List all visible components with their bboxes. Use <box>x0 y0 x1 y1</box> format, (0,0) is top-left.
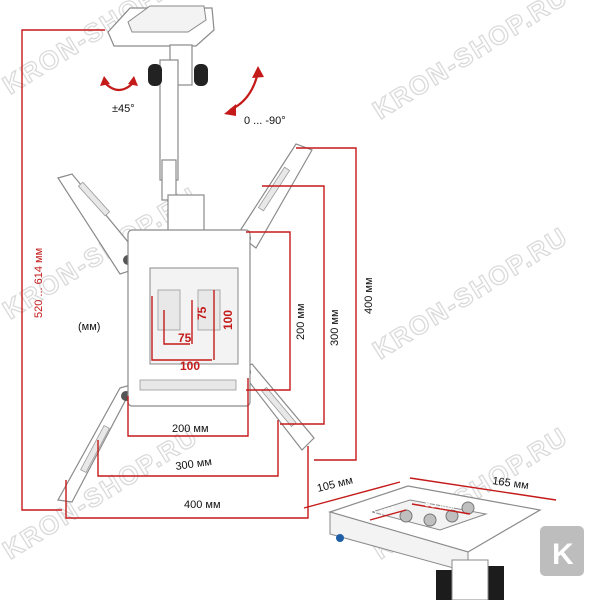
vesa-arms <box>57 143 315 503</box>
ceiling-plate-detail <box>327 485 542 600</box>
label-v100: 100 <box>221 310 235 330</box>
tilt-indicator: 0 ... -90° <box>224 66 286 127</box>
inner-dimensions: 75 100 75 100 <box>151 290 235 373</box>
label-h200: 200 мм <box>172 423 209 435</box>
knob-right <box>194 64 208 86</box>
height-dimension: 520 ... 614 мм <box>21 29 105 511</box>
label-plate105: 105 мм <box>316 474 354 494</box>
units-label: (мм) <box>78 321 100 333</box>
label-h75: 75 <box>178 331 192 345</box>
knob-left <box>148 64 162 86</box>
watermarks: KRON-SHOP.RU KRON-SHOP.RU KRON-SHOP.RU K… <box>0 0 574 566</box>
label-v200: 200 мм <box>295 303 307 340</box>
rotation-label: ±45° <box>112 103 135 115</box>
logo-letter: K <box>552 538 574 571</box>
label-v300: 300 мм <box>329 309 341 346</box>
label-plate165: 165 мм <box>492 475 530 492</box>
watermark-text: KRON-SHOP.RU <box>367 0 573 125</box>
brand-logo: K <box>540 526 584 576</box>
label-v400: 400 мм <box>363 277 375 314</box>
label-v75: 75 <box>195 306 209 320</box>
vertical-dimensions: 200 мм 300 мм 400 мм <box>246 147 375 461</box>
watermark-text: KRON-SHOP.RU <box>367 221 573 365</box>
rotation-indicator: ±45° <box>100 76 138 115</box>
tilt-label: 0 ... -90° <box>244 115 286 127</box>
label-h400: 400 мм <box>184 499 221 511</box>
label-plate95: 95 мм <box>424 497 456 513</box>
label-h300: 300 мм <box>175 456 213 473</box>
horizontal-dimensions: 200 мм 300 мм 400 мм <box>65 378 309 519</box>
height-label: 520 ... 614 мм <box>33 248 45 318</box>
ceiling-mount <box>107 5 215 256</box>
label-h100: 100 <box>180 359 200 373</box>
